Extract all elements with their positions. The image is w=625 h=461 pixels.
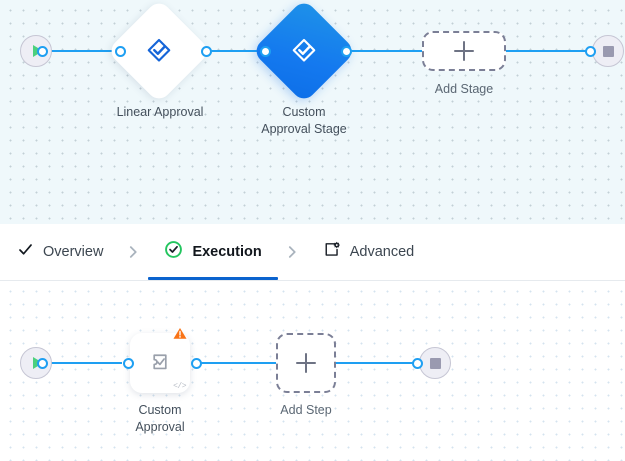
stage-start-output-port[interactable]: [37, 45, 48, 57]
step-flow-canvas[interactable]: </> Custom Approval Add Step: [0, 281, 625, 461]
step-node-custom-approval[interactable]: </>: [130, 327, 190, 393]
tab-execution-label: Execution: [192, 244, 262, 260]
stage-end-input-port[interactable]: [585, 45, 596, 57]
stage-node-label-linear-approval: Linear Approval: [116, 105, 204, 119]
add-stage-button[interactable]: [422, 31, 506, 71]
tab-overview[interactable]: Overview: [14, 229, 106, 275]
stage-node-label-custom-approval-stage: Custom Approval Stage: [261, 105, 347, 136]
chevron-right-icon: [127, 244, 140, 260]
custom-approval-stage-input-port[interactable]: [260, 45, 271, 57]
linear-approval-output-port[interactable]: [201, 45, 212, 57]
warning-triangle-icon[interactable]: [172, 326, 188, 346]
stage-node-linear-approval[interactable]: [106, 0, 212, 104]
edge-start-to-custom-approval: [42, 362, 122, 364]
custom-approval-output-port[interactable]: [191, 357, 202, 369]
custom-approval-input-port[interactable]: [123, 357, 134, 369]
edge-custom-stage-to-add-stage: [346, 50, 422, 52]
edge-add-stage-to-end: [506, 50, 590, 52]
code-badge-icon: </>: [173, 382, 186, 391]
step-node-label-custom-approval: Custom Approval: [135, 403, 185, 434]
step-start-output-port[interactable]: [37, 357, 48, 369]
tab-execution[interactable]: Execution: [148, 229, 279, 280]
approval-diamond-icon: [289, 36, 319, 66]
tab-overview-label: Overview: [43, 244, 104, 260]
settings-panel-icon: [323, 241, 341, 264]
stop-icon: [602, 45, 614, 57]
check-circle-icon: [164, 240, 183, 264]
step-end-node[interactable]: [419, 347, 451, 379]
edge-linear-approval-to-custom-stage: [206, 50, 278, 52]
plus-icon: [454, 41, 474, 61]
check-icon: [17, 241, 34, 263]
step-end-input-port[interactable]: [412, 357, 423, 369]
tabs-container: Overview Execution: [14, 229, 418, 280]
tab-advanced-label: Advanced: [349, 244, 415, 260]
edge-add-step-to-end: [336, 362, 418, 364]
plus-icon: [296, 353, 316, 373]
linear-approval-input-port[interactable]: [115, 45, 126, 57]
add-step-label: Add Step: [280, 403, 332, 417]
task-check-icon: [146, 348, 174, 381]
approval-diamond-icon: [144, 36, 174, 66]
stop-icon: [429, 357, 441, 369]
custom-approval-stage-output-port[interactable]: [341, 45, 352, 57]
edge-start-to-linear-approval: [42, 50, 114, 52]
stage-flow-canvas[interactable]: Linear Approval Custom Approval Stage Ad…: [0, 0, 625, 224]
stage-detail-tabbar: Overview Execution: [0, 224, 625, 281]
edge-custom-approval-to-add-step: [196, 362, 276, 364]
chevron-right-icon: [286, 244, 299, 260]
tab-advanced[interactable]: Advanced: [320, 229, 418, 275]
add-stage-label: Add Stage: [434, 82, 494, 96]
stage-node-custom-approval-stage[interactable]: [251, 0, 357, 104]
stage-end-node[interactable]: [592, 35, 624, 67]
add-step-button[interactable]: [276, 333, 336, 393]
